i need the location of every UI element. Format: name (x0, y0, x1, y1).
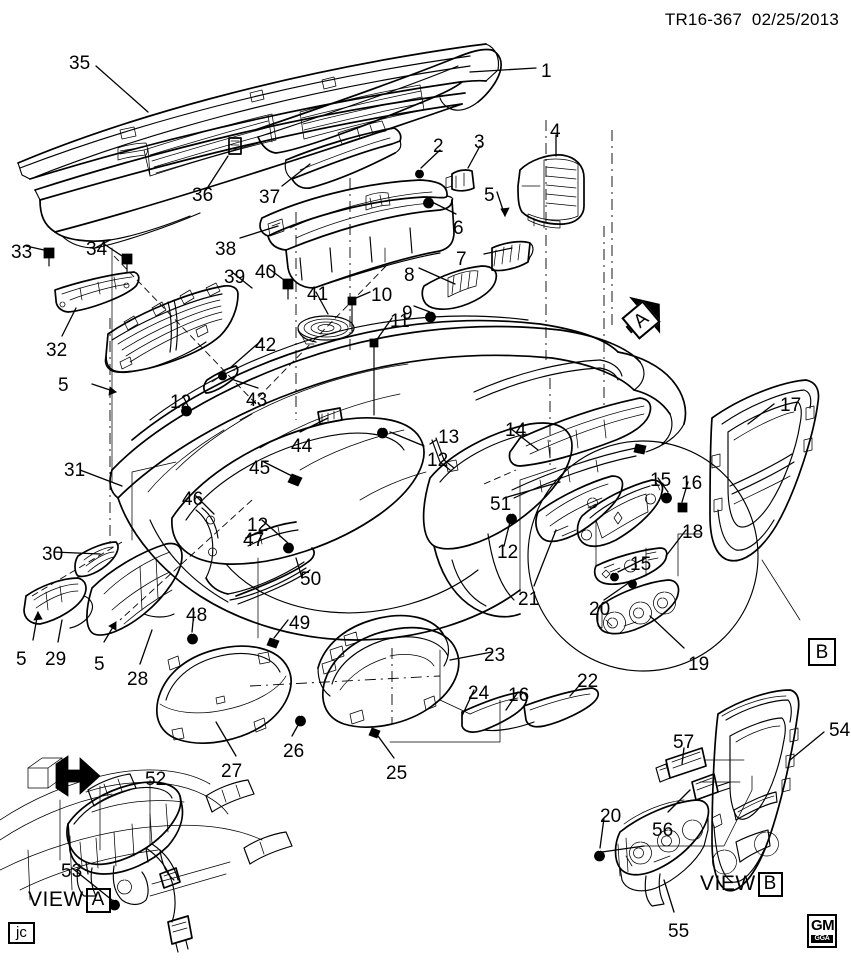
callout-2: 2 (433, 136, 444, 157)
callout-20: 20 (589, 599, 611, 620)
callout-48: 48 (186, 605, 208, 626)
callout-1: 1 (541, 61, 552, 82)
callout-40: 40 (255, 262, 277, 283)
callout-20: 20 (600, 806, 622, 827)
callout-15: 15 (630, 554, 652, 575)
drawing-header: TR16-367 02/25/2013 (664, 10, 839, 29)
callout-17: 17 (780, 395, 802, 416)
callout-15: 15 (650, 470, 672, 491)
callout-32: 32 (46, 340, 68, 361)
view-b-text: VIEW (700, 872, 756, 895)
callout-11: 11 (390, 311, 410, 332)
callout-5: 5 (58, 375, 69, 396)
callout-31: 31 (64, 460, 86, 481)
callout-19: 19 (688, 654, 710, 675)
callout-21: 21 (518, 589, 540, 610)
callout-34: 34 (86, 239, 108, 260)
callout-50: 50 (300, 569, 322, 590)
callout-5: 5 (16, 649, 27, 670)
callout-14: 14 (505, 420, 527, 441)
callout-27: 27 (221, 761, 243, 782)
callout-3: 3 (474, 132, 485, 153)
callout-52: 52 (145, 769, 167, 790)
callout-12: 12 (427, 450, 449, 471)
callout-4: 4 (550, 121, 561, 142)
callout-37: 37 (259, 187, 281, 208)
callout-16: 16 (681, 473, 703, 494)
callout-36: 36 (192, 185, 214, 206)
callout-38: 38 (215, 239, 237, 260)
callout-56: 56 (652, 820, 674, 841)
callout-47: 47 (243, 530, 265, 551)
callout-16: 16 (508, 685, 530, 706)
callout-23: 23 (484, 645, 506, 666)
callout-55: 55 (668, 921, 690, 942)
callout-12: 12 (247, 515, 269, 536)
callout-12: 12 (497, 542, 519, 563)
callout-28: 28 (127, 669, 149, 690)
gm-logo-bottom: GGA (811, 935, 833, 943)
callout-57: 57 (673, 732, 695, 753)
callout-41: 41 (307, 284, 329, 305)
callout-22: 22 (577, 671, 599, 692)
callout-53: 53 (61, 861, 83, 882)
callout-25: 25 (386, 763, 408, 784)
callout-12: 12 (170, 392, 192, 413)
callout-13: 13 (438, 427, 460, 448)
gm-logo: GM GGA (807, 914, 837, 948)
view-a-box: A (85, 888, 111, 913)
callout-46: 46 (182, 489, 204, 510)
callout-42: 42 (255, 335, 277, 356)
callout-10: 10 (371, 285, 393, 306)
callout-8: 8 (404, 265, 415, 286)
callout-5: 5 (94, 654, 105, 675)
callout-5: 5 (484, 185, 495, 206)
callout-54: 54 (829, 720, 851, 741)
callout-45: 45 (249, 458, 271, 479)
callout-51: 51 (490, 494, 512, 515)
callout-7: 7 (456, 249, 467, 270)
callout-6: 6 (453, 218, 464, 239)
callout-29: 29 (45, 649, 67, 670)
callout-35: 35 (69, 53, 91, 74)
callout-39: 39 (224, 267, 246, 288)
callout-18: 18 (682, 522, 704, 543)
drafter-stamp: jc (8, 922, 35, 944)
gm-logo-top: GM (811, 917, 835, 934)
callout-24: 24 (468, 683, 490, 704)
view-b-box: B (757, 872, 783, 897)
callout-9: 9 (402, 303, 413, 324)
callout-26: 26 (283, 741, 305, 762)
callout-49: 49 (289, 613, 311, 634)
callout-44: 44 (291, 436, 313, 457)
view-a-text: VIEW (28, 888, 84, 911)
detail-marker-b: B (808, 638, 836, 666)
callout-30: 30 (42, 544, 64, 565)
callout-33: 33 (11, 242, 33, 263)
callout-43: 43 (246, 390, 268, 411)
